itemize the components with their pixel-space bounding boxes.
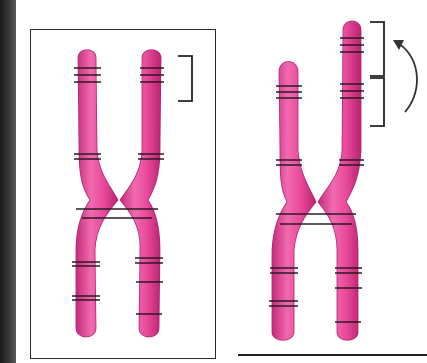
normal-right-arm: [120, 50, 161, 337]
normal-segment-bracket: [178, 56, 192, 101]
duplication-arrow-icon: [393, 40, 417, 112]
duplicated-left-arm: [272, 62, 316, 341]
duplicated-chromosome: [269, 21, 364, 340]
duplicated-segment-bracket-upper: [370, 22, 384, 76]
duplicated-right-arm: [318, 21, 361, 340]
normal-left-arm: [76, 50, 118, 337]
duplicated-segment-bracket-lower: [370, 78, 384, 126]
normal-chromosome: [72, 50, 164, 337]
